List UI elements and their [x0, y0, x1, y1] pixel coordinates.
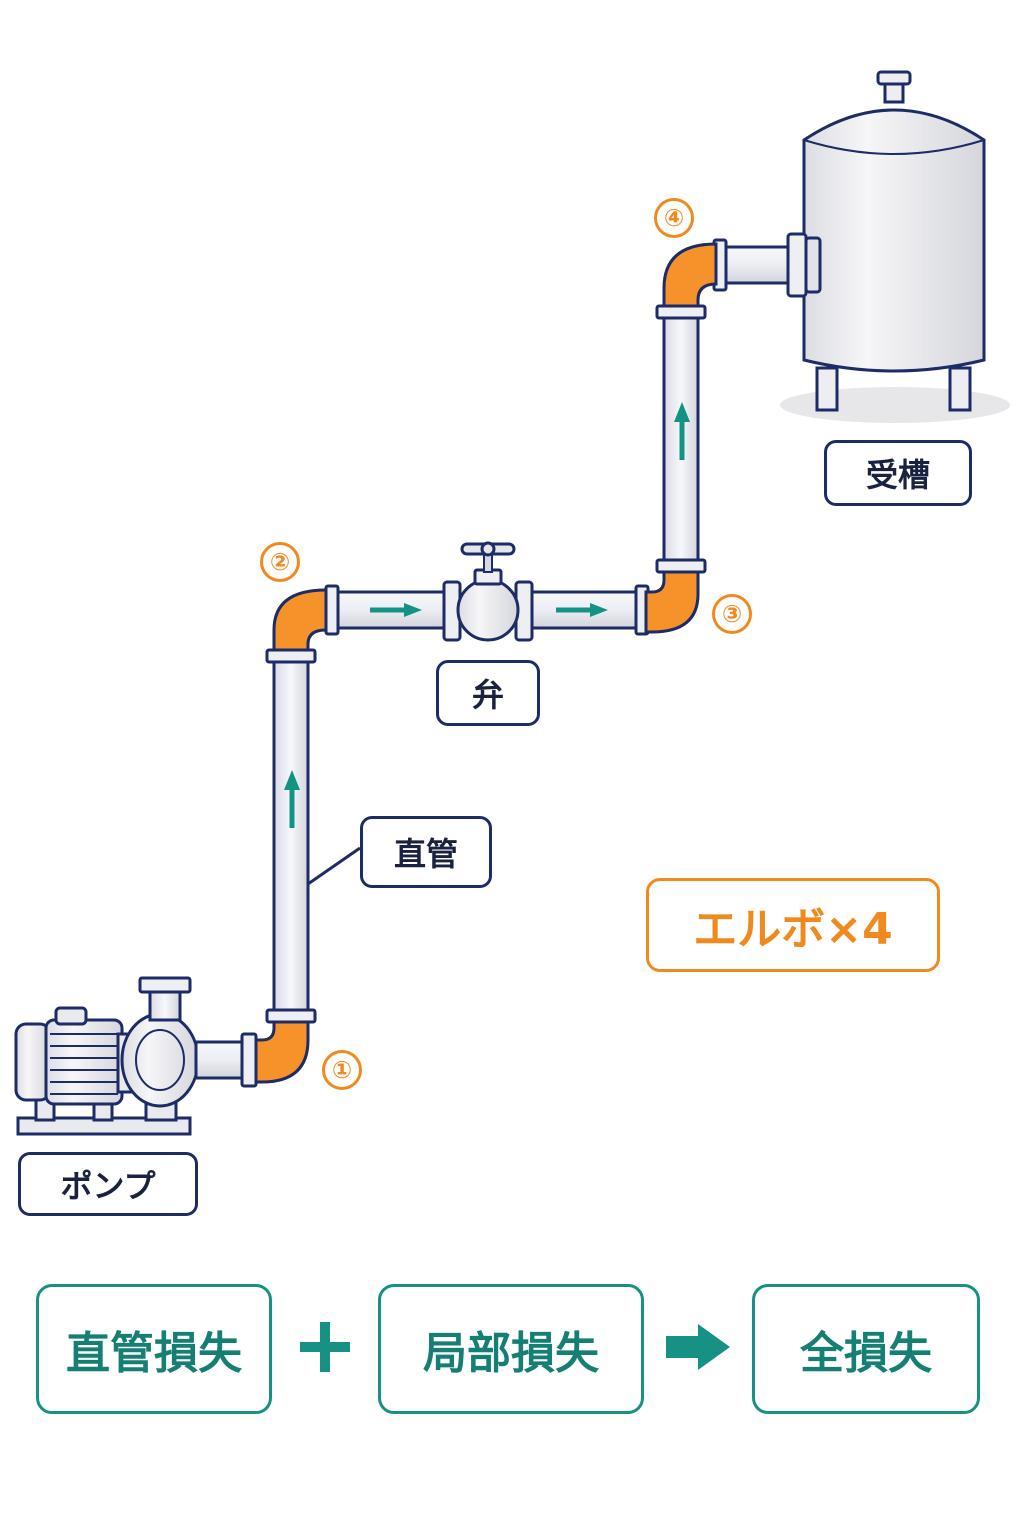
- pump-label: ポンプ: [18, 1152, 198, 1216]
- pipe-vertical-left: [265, 648, 317, 1024]
- elbow-number-4: ④: [654, 198, 694, 238]
- gate-valve: [442, 541, 534, 642]
- elbow-4: [662, 242, 718, 308]
- arrow-right-icon: [666, 1324, 730, 1370]
- flow-arrow-up-left: [284, 770, 300, 828]
- tank-label: 受槽: [824, 440, 972, 506]
- straight-pipe-leader: [307, 846, 361, 886]
- friction-loss-box: 直管損失: [36, 1284, 272, 1414]
- straight-pipe-label: 直管: [360, 816, 492, 888]
- elbow-1: [254, 1020, 310, 1084]
- plus-icon: [300, 1322, 350, 1372]
- elbow-2: [272, 588, 328, 654]
- receiving-tank: [780, 70, 1010, 423]
- minor-loss-box: 局部損失: [378, 1284, 644, 1414]
- valve-label: 弁: [436, 660, 540, 726]
- elbow-number-1: ①: [322, 1050, 362, 1090]
- flow-arrows: [284, 402, 690, 828]
- pipe-to-tank: [712, 232, 822, 298]
- pump: [14, 976, 258, 1136]
- elbow-number-3: ③: [712, 594, 752, 634]
- total-loss-box: 全損失: [752, 1284, 980, 1414]
- flow-arrow-right-2: [556, 603, 608, 617]
- elbow-3: [644, 570, 700, 634]
- elbow-count-badge: エルボ×4: [646, 878, 940, 972]
- flow-arrow-right-1: [370, 603, 422, 617]
- flow-arrow-up-right: [674, 402, 690, 460]
- elbow-number-2: ②: [260, 542, 300, 582]
